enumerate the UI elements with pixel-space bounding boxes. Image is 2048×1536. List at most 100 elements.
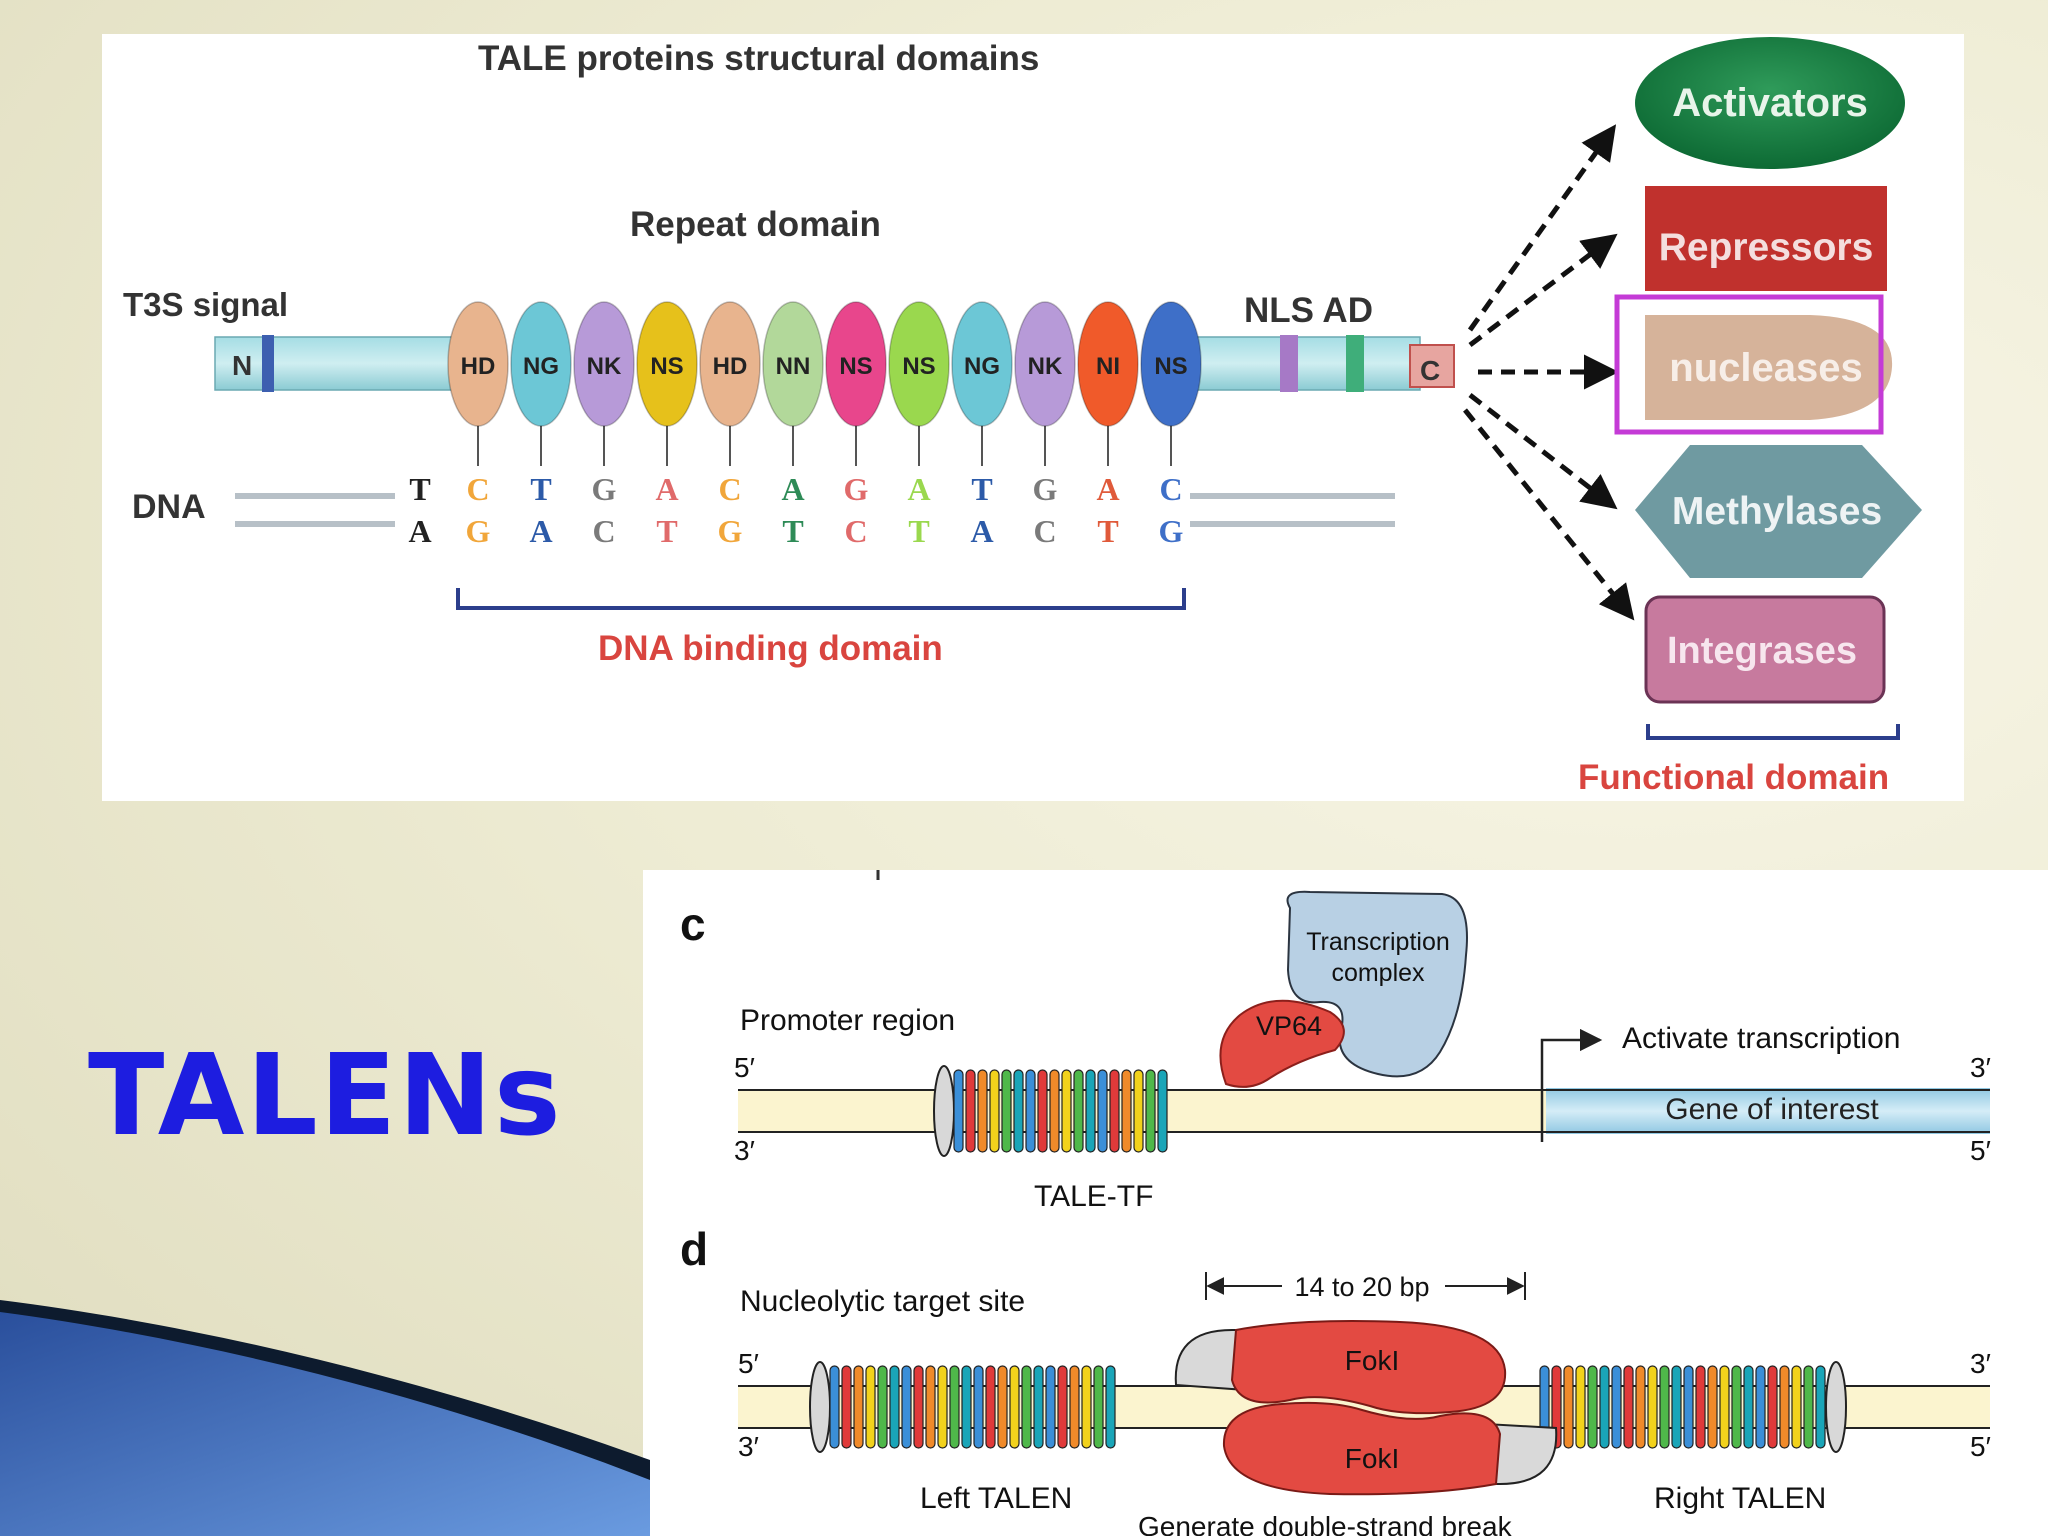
talen-repeat-unit (1081, 1365, 1092, 1449)
dna-base-bottom: C (1033, 513, 1056, 549)
dna-base-top: A (781, 471, 804, 507)
talen-repeat-unit (1061, 1069, 1072, 1153)
transcription-complex-shape (1286, 890, 1468, 1078)
talen-repeat-unit (1803, 1365, 1814, 1449)
talen-repeat-unit (1157, 1069, 1168, 1153)
left-talen-label: Left TALEN (920, 1482, 1072, 1515)
integrases-label: Integrases (1667, 630, 1857, 672)
dna-label: DNA (132, 488, 206, 526)
talen-repeat-unit (1647, 1365, 1658, 1449)
repeat-rvd-label: NS (1154, 353, 1187, 380)
talen-repeat-unit (1145, 1069, 1156, 1153)
talen-repeat-unit (1049, 1069, 1060, 1153)
talen-repeat-unit (1105, 1365, 1116, 1449)
talen-repeat-unit (1575, 1365, 1586, 1449)
repeat-rvd-label: NI (1096, 353, 1120, 380)
talen-repeat-unit (937, 1365, 948, 1449)
blue-swoosh-decoration (0, 1300, 650, 1536)
talen-repeat-unit (1635, 1365, 1646, 1449)
talen-repeat-unit (1057, 1365, 1068, 1449)
talen-repeat-unit (989, 1069, 1000, 1153)
talen-repeat-unit (1109, 1069, 1120, 1153)
functional-domain-bracket (1646, 724, 1900, 740)
talen-repeat-unit (1025, 1069, 1036, 1153)
nucleases-shape (1645, 315, 1893, 420)
talen-repeat-unit (913, 1365, 924, 1449)
nucleases-highlight-box (1614, 294, 1884, 435)
dna-base-bottom: T (908, 513, 929, 549)
talen-repeat-unit (901, 1365, 912, 1449)
dna-base-bottom: A (408, 513, 431, 549)
talen-repeat-unit (1021, 1365, 1032, 1449)
double-strand-break-label: Generate double-strand break (1138, 1511, 1513, 1536)
figure-title: TALE proteins structural domains (478, 39, 1039, 78)
talen-repeat-unit (865, 1365, 876, 1449)
dna-base-top: T (409, 471, 430, 507)
talen-repeat-unit (1033, 1365, 1044, 1449)
panel-c-label: c (680, 898, 706, 950)
repeat-rvd-label: NS (902, 353, 935, 380)
transcription-complex-line2: complex (1331, 959, 1425, 987)
promoter-region-label: Promoter region (740, 1004, 955, 1037)
talen-repeat-unit (1121, 1069, 1132, 1153)
talen-repeat-unit (829, 1365, 840, 1449)
transcription-complex-line1: Transcription (1306, 928, 1450, 956)
nucleases-label: nucleases (1669, 346, 1862, 390)
repressors-label: Repressors (1659, 226, 1874, 269)
dna-base-bottom: A (529, 513, 552, 549)
talen-repeat-unit (1791, 1365, 1802, 1449)
dna-base-bottom: G (466, 513, 491, 549)
talen-repeat-unit (961, 1365, 972, 1449)
talen-repeat-unit (1013, 1069, 1024, 1153)
repeat-rvd-label: HD (461, 353, 496, 380)
talen-repeat-unit (1001, 1069, 1012, 1153)
talen-repeat-unit (973, 1365, 984, 1449)
methylases-hexagon (1635, 445, 1922, 578)
repeat-cap (809, 1361, 831, 1453)
talen-repeat-unit (1097, 1069, 1108, 1153)
repeat-rvd-label: NS (839, 353, 872, 380)
panel-d-five-prime-left: 5′ (738, 1348, 759, 1379)
repeat-oval (1140, 301, 1202, 427)
spacer-length-label: 14 to 20 bp (1294, 1272, 1429, 1302)
talen-repeat-unit (925, 1365, 936, 1449)
repeat-rvd-label: NS (650, 353, 683, 380)
dna-base-top: C (466, 471, 489, 507)
activators-oval (1635, 37, 1905, 169)
repeat-oval (510, 301, 572, 427)
dna-base-top: T (530, 471, 551, 507)
panel-c-three-prime-left: 3′ (734, 1135, 755, 1166)
methylases-label: Methylases (1672, 490, 1882, 533)
dna-base-bottom: C (592, 513, 615, 549)
repeat-oval (888, 301, 950, 427)
talen-repeat-unit (1659, 1365, 1670, 1449)
repeat-domain-label: Repeat domain (630, 205, 881, 244)
dna-base-top: T (971, 471, 992, 507)
talen-repeat-unit (1009, 1365, 1020, 1449)
panel-d-three-prime-left: 3′ (738, 1431, 759, 1462)
dna-base-top: C (718, 471, 741, 507)
nucleolytic-target-site-label: Nucleolytic target site (740, 1285, 1025, 1318)
activators-label: Activators (1672, 81, 1868, 125)
talen-repeat-unit (1587, 1365, 1598, 1449)
foki-bottom-label: FokI (1345, 1443, 1399, 1474)
c-terminus-box (1409, 344, 1455, 388)
panel-c-three-prime-right: 3′ (1970, 1052, 1991, 1083)
dna-base-top: G (1033, 471, 1058, 507)
tale-tf-label: TALE-TF (1034, 1180, 1153, 1213)
talen-repeat-unit (1073, 1069, 1084, 1153)
nls-band (1280, 335, 1298, 392)
talen-repeat-unit (1045, 1365, 1056, 1449)
talen-repeat-unit (1671, 1365, 1682, 1449)
talen-repeat-unit (977, 1069, 988, 1153)
right-talen-label: Right TALEN (1654, 1482, 1826, 1515)
talen-repeat-unit (853, 1365, 864, 1449)
talen-repeat-unit (1731, 1365, 1742, 1449)
talen-repeat-unit (1133, 1069, 1144, 1153)
talen-repeat-unit (1767, 1365, 1778, 1449)
talen-repeat-unit (997, 1365, 1008, 1449)
talen-repeat-unit (1755, 1365, 1766, 1449)
gene-of-interest-label: Gene of interest (1665, 1093, 1879, 1126)
